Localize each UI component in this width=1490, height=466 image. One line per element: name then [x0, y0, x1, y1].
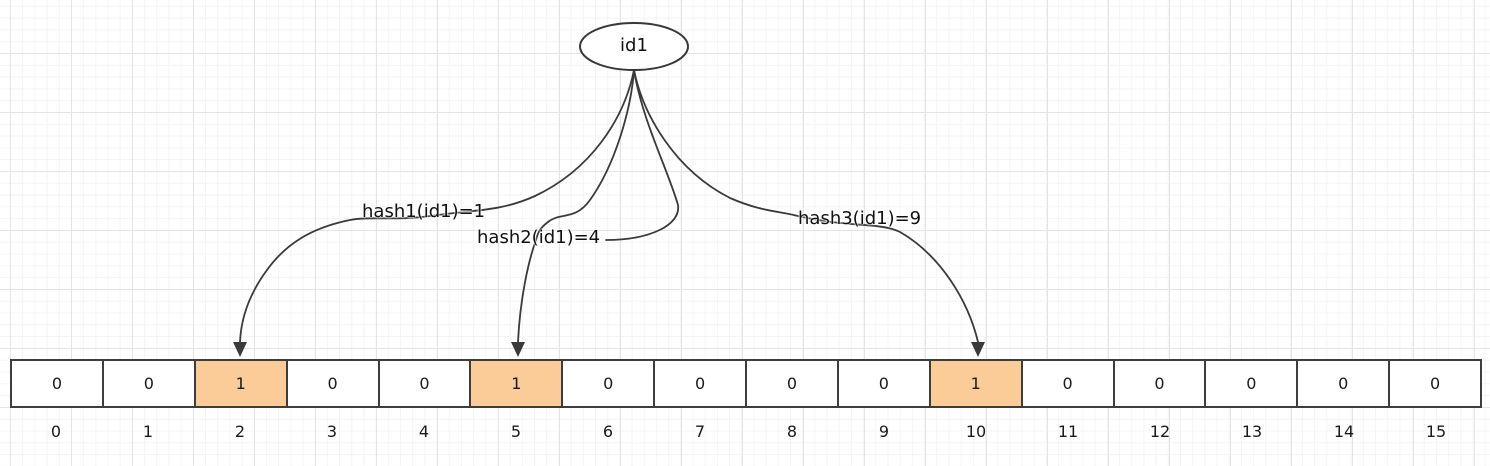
- bit-value: 0: [1154, 374, 1165, 393]
- hash2-label: hash2(id1)=4: [477, 227, 601, 248]
- bit-value: 0: [143, 374, 154, 393]
- bit-cell-13: 0: [1204, 359, 1299, 408]
- index-label-5: 5: [510, 421, 522, 441]
- bit-cell-10: 1: [928, 359, 1023, 408]
- index-label-11: 11: [1057, 421, 1079, 441]
- edge-hash2: [517, 69, 635, 343]
- arrowhead-hash2: [511, 342, 525, 357]
- index-row: 0 1 2 3 4 5 6 7 8 9 10 11 12 13 14 15: [10, 418, 1482, 444]
- bit-cell-0: 0: [10, 359, 104, 408]
- bit-cell-6: 0: [561, 359, 656, 408]
- index-label-15: 15: [1425, 421, 1447, 441]
- index-label-7: 7: [694, 421, 706, 441]
- index-label-12: 12: [1149, 421, 1171, 441]
- hash1-label: hash1(id1)=1: [362, 201, 486, 222]
- index-label-8: 8: [786, 421, 798, 441]
- bit-value: 0: [694, 374, 706, 393]
- edge-hash1: [239, 69, 635, 343]
- index-label-13: 13: [1241, 421, 1263, 441]
- edge-hash2-in: [605, 69, 679, 241]
- bit-value: 1: [235, 374, 246, 393]
- bit-cell-7: 0: [653, 359, 747, 408]
- bit-cell-14: 0: [1296, 359, 1391, 408]
- index-label-4: 4: [418, 421, 430, 441]
- bit-value: 0: [786, 374, 798, 393]
- index-label-0: 0: [50, 421, 62, 441]
- bit-array: 0 0 1 0 0 1 0 0 0 0 1 0 0 0 0 0: [10, 359, 1482, 408]
- bit-cell-1: 0: [101, 359, 196, 408]
- bit-value: 0: [327, 374, 338, 393]
- bit-cell-11: 0: [1020, 359, 1115, 408]
- index-label-2: 2: [234, 421, 246, 441]
- bit-cell-2: 1: [193, 359, 288, 408]
- bit-cell-12: 0: [1112, 359, 1207, 408]
- arrowhead-hash3: [971, 342, 985, 357]
- bit-cell-3: 0: [285, 359, 380, 408]
- bit-cell-8: 0: [745, 359, 839, 408]
- index-label-1: 1: [142, 421, 154, 441]
- bit-value: 0: [878, 374, 889, 393]
- edge-hash3: [633, 69, 979, 343]
- node-label: id1: [620, 35, 648, 56]
- bit-value: 0: [1338, 374, 1349, 393]
- hash3-label: hash3(id1)=9: [798, 208, 922, 229]
- id1-node-ellipse: [579, 22, 689, 71]
- bit-value: 0: [1062, 374, 1073, 393]
- bit-value: 0: [603, 374, 614, 393]
- index-label-9: 9: [878, 421, 890, 441]
- bit-cell-9: 0: [836, 359, 931, 408]
- arrowhead-hash1: [233, 342, 247, 357]
- bit-value: 0: [419, 374, 430, 393]
- index-label-3: 3: [326, 421, 338, 441]
- bit-value: 0: [1246, 374, 1257, 393]
- index-label-14: 14: [1333, 421, 1355, 441]
- bit-cell-15: 0: [1388, 359, 1482, 408]
- bit-cell-5: 1: [469, 359, 564, 408]
- bit-value: 0: [1429, 374, 1441, 393]
- index-label-6: 6: [602, 421, 614, 441]
- index-label-10: 10: [965, 421, 987, 441]
- bit-cell-4: 0: [377, 359, 472, 408]
- bit-value: 0: [51, 374, 63, 393]
- bit-value: 1: [970, 374, 981, 393]
- bit-value: 1: [511, 374, 522, 393]
